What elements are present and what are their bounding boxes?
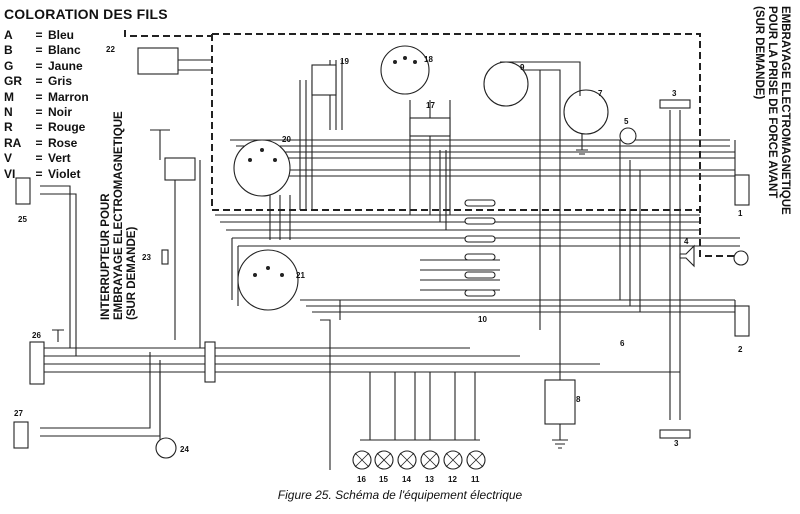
connector-25 bbox=[15, 177, 31, 205]
label-22: 22 bbox=[106, 45, 115, 54]
label-17: 17 bbox=[426, 101, 435, 110]
distributor-18 bbox=[380, 45, 430, 95]
label-3-bottom: 3 bbox=[674, 439, 679, 448]
socket-24 bbox=[155, 437, 177, 459]
lamp-label-16: 16 bbox=[357, 475, 366, 484]
label-24: 24 bbox=[180, 445, 189, 454]
label-5: 5 bbox=[624, 117, 629, 126]
optional-boundary bbox=[212, 33, 740, 257]
lamp-5 bbox=[619, 127, 637, 145]
splice-block bbox=[204, 341, 216, 383]
label-21: 21 bbox=[296, 271, 305, 280]
fuse-block-17 bbox=[409, 117, 451, 137]
label-18: 18 bbox=[424, 55, 433, 64]
connector-1 bbox=[734, 174, 750, 206]
switch-31 bbox=[164, 157, 196, 181]
lamp-label-15: 15 bbox=[379, 475, 388, 484]
legend-title: COLORATION DES FILS bbox=[4, 6, 168, 22]
legend-item: B=Blanc bbox=[4, 43, 81, 58]
legend-item: R=Rouge bbox=[4, 120, 86, 135]
legend-item: G=Jaune bbox=[4, 58, 83, 73]
lamp-label-12: 12 bbox=[448, 475, 457, 484]
cable-end-3-bottom bbox=[659, 429, 691, 439]
harness-bus bbox=[40, 347, 215, 373]
ignition-switch-19 bbox=[311, 64, 337, 96]
legend-item: V=Vert bbox=[4, 151, 71, 166]
indicator-lamps bbox=[352, 450, 486, 470]
label-7: 7 bbox=[598, 89, 603, 98]
regulator-21 bbox=[237, 249, 299, 311]
lamp-label-13: 13 bbox=[425, 475, 434, 484]
legend-item: N=Noir bbox=[4, 105, 72, 120]
horn-4 bbox=[679, 244, 695, 268]
legend-item: GR=Gris bbox=[4, 74, 73, 89]
label-8: 8 bbox=[576, 395, 581, 404]
lamp-label-11: 11 bbox=[471, 475, 480, 484]
ground-symbol bbox=[576, 134, 588, 155]
cable-end-3-top bbox=[659, 99, 691, 109]
label-3-top: 3 bbox=[672, 89, 677, 98]
legend-item: VI=Violet bbox=[4, 166, 81, 181]
label-19: 19 bbox=[340, 57, 349, 66]
connector-2 bbox=[734, 305, 750, 337]
figure-caption: Figure 25. Schéma de l'équipement électr… bbox=[277, 488, 523, 502]
optional-boundary bbox=[211, 34, 700, 211]
label-10: 10 bbox=[478, 315, 487, 324]
connector-23 bbox=[161, 249, 169, 265]
label-20: 20 bbox=[282, 135, 291, 144]
pto-clutch-note: EMBRAYAGE ELECTROMAGNETIQUE POUR LA PRIS… bbox=[753, 6, 791, 215]
label-2: 2 bbox=[738, 345, 743, 354]
label-26: 26 bbox=[32, 331, 41, 340]
label-4: 4 bbox=[684, 237, 689, 246]
harness-bus bbox=[215, 347, 680, 373]
label-25: 25 bbox=[18, 215, 27, 224]
fuse-box-10 bbox=[464, 199, 496, 297]
legend-item: M=Marron bbox=[4, 89, 89, 104]
label-23: 23 bbox=[142, 253, 151, 262]
dynamo-20 bbox=[233, 139, 291, 197]
legend-item: RA=Rose bbox=[4, 135, 78, 150]
lamp-label-14: 14 bbox=[402, 475, 411, 484]
label-6: 6 bbox=[620, 339, 625, 348]
legend-item: A=Bleu bbox=[4, 28, 75, 42]
connector-26 bbox=[29, 341, 45, 385]
label-9: 9 bbox=[520, 63, 525, 72]
ground-symbol bbox=[52, 329, 64, 342]
label-1: 1 bbox=[738, 209, 743, 218]
starter-7 bbox=[563, 89, 609, 135]
connector-27 bbox=[13, 421, 29, 449]
label-27: 27 bbox=[14, 409, 23, 418]
relay-22 bbox=[137, 47, 179, 75]
color-legend: A=Bleu B=Blanc G=Jaune GR=Gris M=Marron … bbox=[4, 28, 89, 182]
battery-8 bbox=[544, 379, 576, 425]
clutch-coil bbox=[733, 250, 749, 266]
ground-symbol bbox=[552, 424, 568, 449]
